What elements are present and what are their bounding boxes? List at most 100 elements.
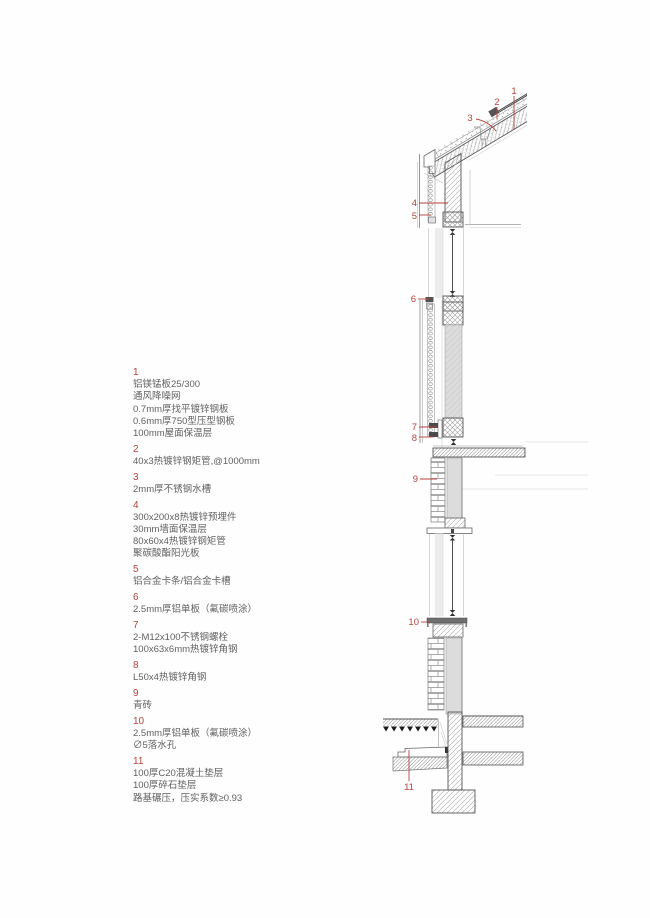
mid-wall-insulation-strip bbox=[427, 303, 435, 438]
concrete-wall-gray-low bbox=[445, 637, 463, 715]
legend-item-1: 1 铝镁锰板25/300 通风降噪网 0.7mm厚找平镀锌钢板 0.6mm厚75… bbox=[133, 367, 353, 440]
brick-veneer-low bbox=[427, 637, 445, 711]
legend-line: 0.6mm厚750型压型钢板 bbox=[133, 415, 235, 427]
legend-item-6: 6 2.5mm厚铝单板（氟碳喷涂） bbox=[133, 592, 353, 616]
legend-item-2: 2 40x3热镀锌钢矩管,@1000mm bbox=[133, 444, 353, 468]
mid-wall-hatch bbox=[445, 325, 462, 418]
legend-item-4: 4 300x200x8热镀锌预埋件 30mm墙面保温层 80x60x4热镀锌钢矩… bbox=[133, 500, 353, 561]
legend-line: 青砖 bbox=[133, 700, 153, 712]
foundation-wall bbox=[447, 711, 463, 791]
sill-concrete-block bbox=[444, 517, 466, 529]
window-band-1 bbox=[425, 227, 464, 312]
ceiling-lines bbox=[465, 170, 521, 228]
legend: 1 铝镁锰板25/300 通风降噪网 0.7mm厚找平镀锌钢板 0.6mm厚75… bbox=[133, 367, 353, 808]
bolt-7 bbox=[429, 423, 438, 428]
anchor-clip bbox=[450, 439, 457, 445]
leader-3 bbox=[475, 118, 497, 132]
legend-line: 100厚碎石垫层 bbox=[133, 780, 197, 792]
legend-line: 2mm厚不锈钢水槽 bbox=[133, 483, 212, 495]
legend-line: 聚碳酸酯阳光板 bbox=[133, 548, 200, 560]
aluminum-clip-6 bbox=[425, 297, 434, 302]
legend-item-9: 9 青砖 bbox=[133, 688, 353, 712]
legend-item-5: 5 铝合金卡条/铝合金卡槽 bbox=[133, 564, 353, 588]
roof-insulation-layer bbox=[435, 91, 541, 158]
legend-line: 通风降噪网 bbox=[133, 391, 181, 403]
low-wall bbox=[427, 623, 464, 715]
floor-slab-band bbox=[432, 447, 526, 458]
ground-surface-strip bbox=[383, 719, 438, 726]
water-channel bbox=[474, 124, 493, 146]
callout-11: 11 bbox=[404, 782, 414, 793]
legend-num: 3 bbox=[133, 471, 139, 483]
callout-5: 5 bbox=[412, 211, 417, 222]
legend-line: 100mm屋面保温层 bbox=[133, 428, 213, 440]
legend-item-3: 3 2mm厚不锈钢水槽 bbox=[133, 472, 353, 496]
grade-beam-slab bbox=[462, 751, 524, 766]
callouts bbox=[408, 96, 515, 781]
legend-line: 2.5mm厚铝单板（氟碳喷涂） bbox=[133, 604, 258, 616]
anchor-clip bbox=[449, 535, 456, 541]
legend-line: 0.7mm厚找平镀锌钢板 bbox=[133, 403, 229, 415]
legend-line: L50x4热镀锌角钢 bbox=[133, 672, 207, 684]
legend-num: 4 bbox=[133, 499, 139, 511]
roof-steel-tube bbox=[488, 106, 500, 117]
legend-line: 2-M12x100不锈钢螺栓 bbox=[133, 632, 229, 644]
legend-line: 300x200x8热镀锌预埋件 bbox=[133, 511, 237, 523]
legend-item-11: 11 100厚C20混凝土垫层 100厚碎石垫层 路基碾压，压实系数≥0.93 bbox=[133, 756, 353, 805]
legend-num: 9 bbox=[133, 687, 139, 699]
legend-num: 5 bbox=[133, 564, 139, 576]
legend-item-7: 7 2-M12x100不锈钢螺栓 100x63x6mm热镀锌角钢 bbox=[133, 620, 353, 657]
legend-num: 6 bbox=[133, 591, 139, 603]
legend-num: 8 bbox=[133, 659, 139, 671]
brick-veneer bbox=[430, 457, 446, 523]
legend-item-8: 8 L50x4热镀锌角钢 bbox=[133, 660, 353, 684]
callout-numbers: 1 2 3 4 5 6 7 8 9 10 11 bbox=[404, 86, 517, 793]
legend-num: 10 bbox=[133, 715, 145, 727]
foundation bbox=[431, 711, 476, 814]
upper-wall bbox=[417, 152, 464, 235]
mid-wall bbox=[419, 300, 464, 448]
ground-slab-right bbox=[462, 715, 524, 728]
legend-line: 铝合金卡条/铝合金卡槽 bbox=[133, 576, 231, 588]
steel-tube-beam-top bbox=[442, 211, 464, 228]
window-sill bbox=[426, 527, 473, 534]
angle-steel bbox=[437, 419, 443, 439]
legend-num: 7 bbox=[133, 619, 139, 631]
embedded-part-bottom bbox=[442, 417, 464, 438]
legend-line: 40x3热镀锌钢矩管,@1000mm bbox=[133, 455, 260, 467]
legend-line: 100厚C20混凝土垫层 bbox=[133, 768, 224, 780]
concrete-bedding-layer bbox=[397, 746, 448, 758]
anchor-clip bbox=[449, 291, 456, 297]
callout-2: 2 bbox=[494, 97, 499, 108]
legend-line: 80x60x4热镀锌钢矩管 bbox=[133, 536, 226, 548]
roof-seam-clips bbox=[436, 90, 538, 152]
bolt-8 bbox=[429, 432, 438, 437]
panel-shadow-strip bbox=[435, 228, 443, 298]
legend-line: 铝镁锰板25/300 bbox=[133, 379, 201, 391]
callout-3: 3 bbox=[467, 113, 472, 124]
callout-4: 4 bbox=[412, 198, 417, 209]
low-wall-concrete-top bbox=[432, 623, 464, 638]
legend-num: 11 bbox=[133, 755, 144, 767]
legend-line: 30mm墙面保温层 bbox=[133, 523, 207, 535]
upper-wall-insulation-strip bbox=[427, 165, 436, 223]
legend-item-10: 10 2.5mm厚铝单板（氟碳喷涂） ∅5落水孔 bbox=[133, 716, 353, 753]
crushed-stone-layer bbox=[392, 756, 448, 772]
lower-mid-wall bbox=[426, 457, 473, 534]
callout-7: 7 bbox=[412, 422, 417, 433]
legend-line: 100x63x6mm热镀锌角钢 bbox=[133, 644, 238, 656]
legend-line: ∅5落水孔 bbox=[133, 740, 177, 752]
callout-1: 1 bbox=[511, 86, 516, 97]
legend-line: 2.5mm厚铝单板（氟碳喷涂） bbox=[133, 727, 258, 739]
compaction-symbols bbox=[383, 726, 437, 732]
anchor-clip bbox=[449, 610, 456, 616]
window-band-2 bbox=[429, 533, 464, 617]
footing bbox=[431, 789, 476, 814]
concrete-wall-gray bbox=[446, 457, 463, 519]
legend-line: 路基碾压，压实系数≥0.93 bbox=[133, 792, 243, 804]
legend-num: 1 bbox=[133, 367, 139, 378]
floor-slab bbox=[432, 441, 588, 490]
card-slot-clamp bbox=[428, 216, 436, 224]
